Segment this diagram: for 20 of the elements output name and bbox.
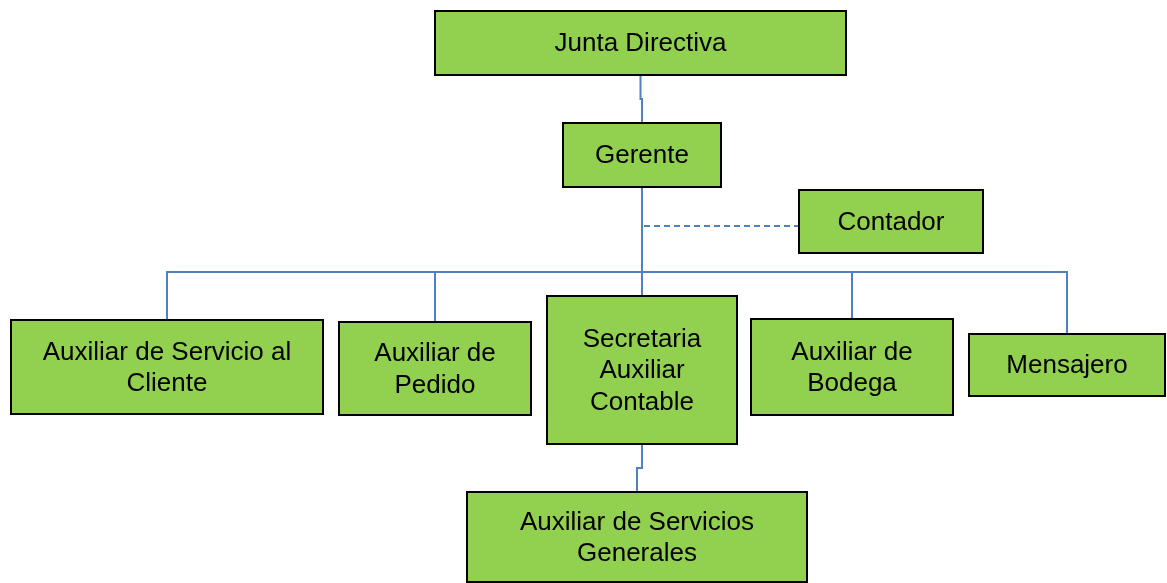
org-box xyxy=(466,491,808,583)
org-box xyxy=(562,122,722,188)
org-box xyxy=(546,295,738,445)
org-box xyxy=(10,319,324,415)
org-box xyxy=(968,333,1166,397)
org-box xyxy=(434,10,847,76)
org-box xyxy=(798,189,984,254)
role-label: Secretaria Auxiliar Contable xyxy=(581,323,703,417)
role-label: Junta Directiva xyxy=(554,27,727,59)
role-label: Auxiliar de Bodega xyxy=(790,335,914,399)
role-label: Auxiliar de Servicios Generales xyxy=(518,505,756,569)
role-label: Mensajero xyxy=(1006,349,1128,381)
org-box xyxy=(750,318,954,416)
role-label: Auxiliar de Pedido xyxy=(373,337,497,400)
connector-line xyxy=(636,444,643,492)
role-label: Contador xyxy=(837,205,945,238)
org-box xyxy=(338,321,532,416)
role-label: Gerente xyxy=(595,139,689,171)
connector-line xyxy=(639,75,643,123)
role-label: Auxiliar de Servicio al Cliente xyxy=(41,335,293,399)
